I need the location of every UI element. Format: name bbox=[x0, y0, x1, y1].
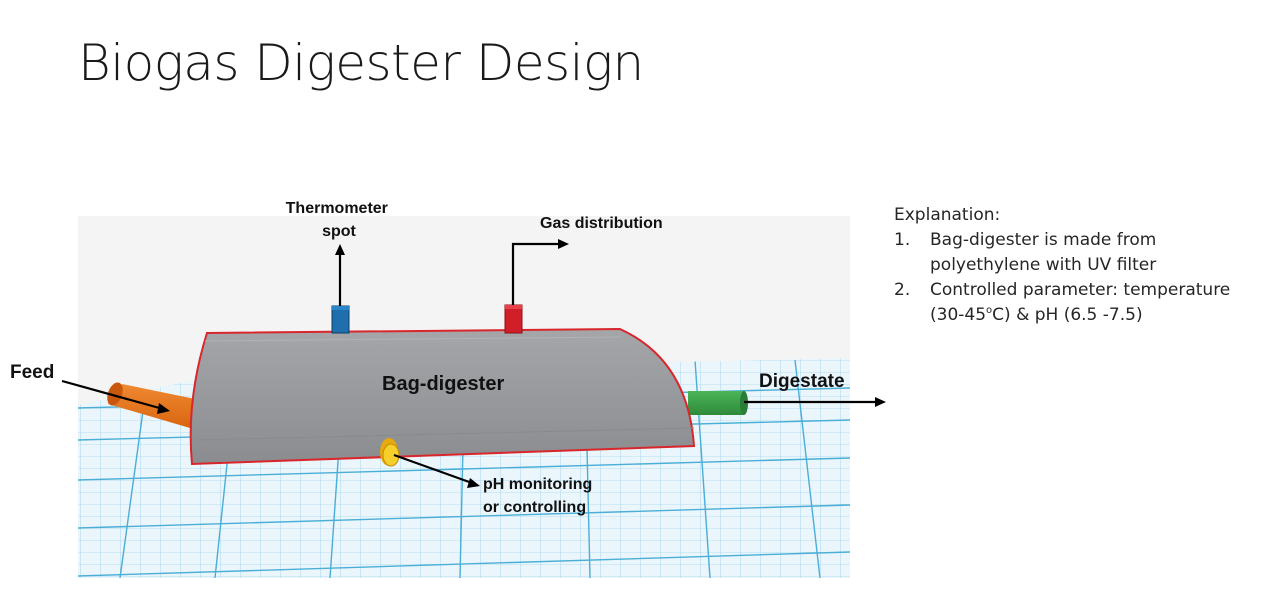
bag-digester-label: Bag-digester bbox=[382, 373, 504, 395]
explanation-heading: Explanation: bbox=[894, 205, 1001, 225]
explanation-item: 2. Controlled parameter: temperature (30… bbox=[894, 278, 1264, 328]
gas-port bbox=[504, 304, 523, 334]
explanation-item-number: 2. bbox=[894, 280, 911, 300]
explanation-item-text: Bag-digester is made from polyethylene w… bbox=[930, 230, 1157, 275]
ph-label: pH monitoring or controlling bbox=[483, 476, 597, 516]
slide-title: Biogas Digester Design bbox=[78, 34, 644, 92]
degree-superscript: o bbox=[986, 305, 993, 316]
gas-distribution-label: Gas distribution bbox=[540, 215, 663, 232]
arrows bbox=[61, 239, 886, 488]
explanation-item: 1. Bag-digester is made from polyethylen… bbox=[894, 228, 1264, 278]
explanation-panel: Explanation: 1. Bag-digester is made fro… bbox=[894, 203, 1264, 328]
explanation-list: 1. Bag-digester is made from polyethylen… bbox=[894, 228, 1264, 328]
explanation-item-text-post: C) & pH (6.5 -7.5) bbox=[992, 305, 1143, 325]
thermometer-port bbox=[331, 305, 350, 334]
thermometer-label-line1: Thermometer bbox=[286, 200, 388, 217]
digestate-label: Digestate bbox=[759, 371, 845, 392]
ph-label-line2: or controlling bbox=[483, 499, 586, 516]
feed-label: Feed bbox=[10, 362, 54, 383]
digestate-pipe bbox=[688, 391, 748, 415]
thermometer-label: Thermometer spot bbox=[286, 200, 393, 240]
explanation-item-number: 1. bbox=[894, 230, 911, 250]
explanation-item-text-pre: Controlled parameter: temperature (30-45 bbox=[930, 280, 1231, 325]
bag-digester-body bbox=[189, 327, 696, 466]
ph-port bbox=[380, 438, 400, 467]
thermometer-label-line2: spot bbox=[322, 223, 356, 240]
ph-label-line1: pH monitoring bbox=[483, 476, 592, 493]
